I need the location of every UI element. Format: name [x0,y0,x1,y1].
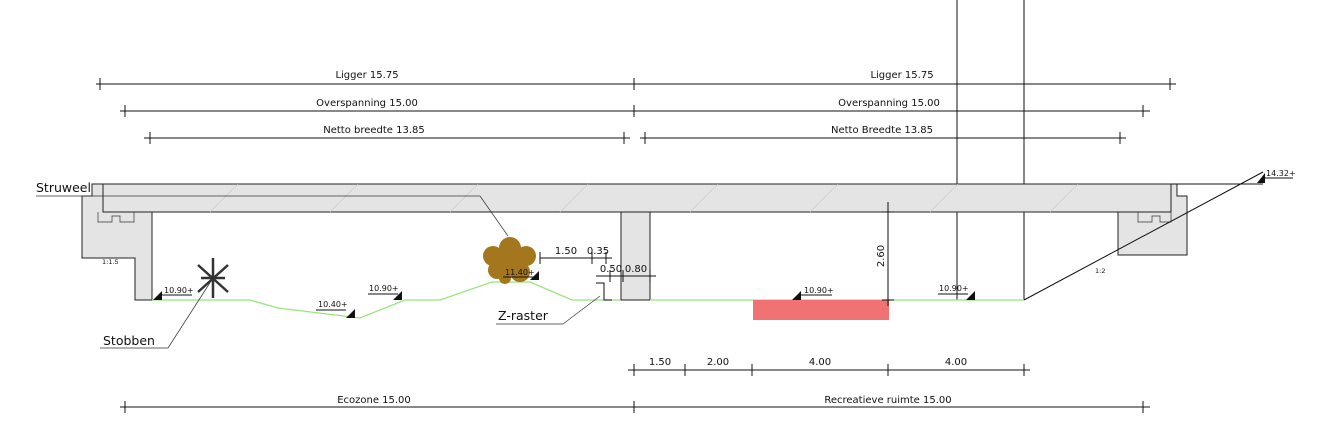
level-top-right: 14.32+ [1266,169,1296,178]
level-marker-ground-dip: 10.40+ [316,300,355,318]
svg-text:4.00: 4.00 [945,357,967,368]
svg-text:0.80: 0.80 [625,264,647,275]
svg-text:2.00: 2.00 [707,357,729,368]
level-marker-ground-right: 10.90+ [938,284,975,300]
svg-text:10.90+: 10.90+ [804,286,834,295]
svg-text:10.90+: 10.90+ [369,284,399,293]
overspanning-right-label: Overspanning 15.00 [838,98,940,109]
netto-left-label: Netto breedte 13.85 [323,125,425,136]
ligger-dimension: Ligger 15.75 Ligger 15.75 [96,70,1176,90]
stobben-label: Stobben [103,333,155,348]
recreational-path [753,300,889,320]
stobben-callout: Stobben [100,277,214,349]
level-marker-ground-left: 10.90+ [153,286,194,300]
svg-text:10.90+: 10.90+ [164,286,194,295]
svg-text:1.50: 1.50 [555,246,577,257]
ecozone-label: Ecozone 15.00 [337,395,411,406]
svg-text:0.50: 0.50 [600,264,622,275]
ligger-left-label: Ligger 15.75 [335,70,398,81]
netto-right-label: Netto Breedte 13.85 [831,125,933,136]
svg-text:0.35: 0.35 [587,246,609,257]
slope-left-label: 1:1.5 [102,258,119,266]
slope-right-label: 1:2 [1095,267,1105,275]
bridge-deck [102,183,1172,213]
height-dimension: 2.60 [876,202,894,306]
overspanning-dimension: Overspanning 15.00 Overspanning 15.00 [120,98,1150,117]
ground-profile [152,281,620,319]
embankment-slope [1023,171,1264,301]
zone-dimensions: Ecozone 15.00 Recreatieve ruimte 15.00 [120,395,1150,413]
level-marker-top [1257,173,1265,183]
middle-pier [620,211,651,301]
zraster-callout: Z-raster [496,295,601,325]
zraster-label: Z-raster [498,308,549,323]
netto-breedte-dimension: Netto breedte 13.85 Netto Breedte 13.85 [144,125,1126,144]
svg-text:10.40+: 10.40+ [318,300,348,309]
level-marker-path: 10.90+ [792,286,834,300]
segment-dimensions: 1.50 2.00 4.00 4.00 [628,357,1030,376]
struweel-callout: Struweel [36,180,509,237]
recreatie-label: Recreatieve ruimte 15.00 [824,395,951,406]
svg-text:2.60: 2.60 [876,245,887,267]
svg-text:11.40+: 11.40+ [505,268,535,277]
svg-text:1.50: 1.50 [649,357,671,368]
z-raster-icon [596,282,612,301]
level-marker-ground-mid: 10.90+ [368,284,402,300]
ligger-right-label: Ligger 15.75 [870,70,933,81]
overspanning-left-label: Overspanning 15.00 [316,98,418,109]
small-dimensions: 1.50 0.35 0.50 0.80 [539,246,656,282]
svg-text:4.00: 4.00 [809,357,831,368]
struweel-label: Struweel [36,180,91,195]
level-marker-bush: 11.40+ [503,268,539,280]
svg-text:10.90+: 10.90+ [939,284,969,293]
